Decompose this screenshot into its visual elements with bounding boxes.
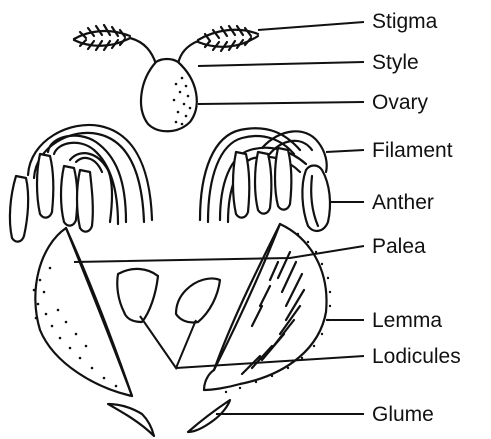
leader-stigma (258, 22, 364, 30)
leader-palea (74, 246, 364, 262)
leader-ovary (198, 102, 364, 104)
label-anther: Anther (372, 191, 434, 214)
label-lodicules: Lodicules (372, 345, 461, 368)
palea (33, 228, 132, 396)
label-style: Style (372, 51, 419, 74)
stigma (74, 25, 258, 51)
label-glume: Glume (372, 403, 434, 426)
glume (108, 400, 230, 436)
label-ovary: Ovary (372, 91, 429, 114)
lemma (204, 224, 331, 393)
ovary (141, 59, 197, 131)
label-stigma: Stigma (372, 10, 438, 33)
label-filament: Filament (372, 139, 453, 162)
label-palea: Palea (372, 235, 426, 258)
lodicules (117, 269, 220, 323)
label-lemma: Lemma (372, 309, 442, 332)
leader-filament (326, 150, 364, 152)
stamens-right (200, 128, 330, 231)
stamens-left (10, 125, 152, 242)
leader-style (198, 62, 364, 66)
